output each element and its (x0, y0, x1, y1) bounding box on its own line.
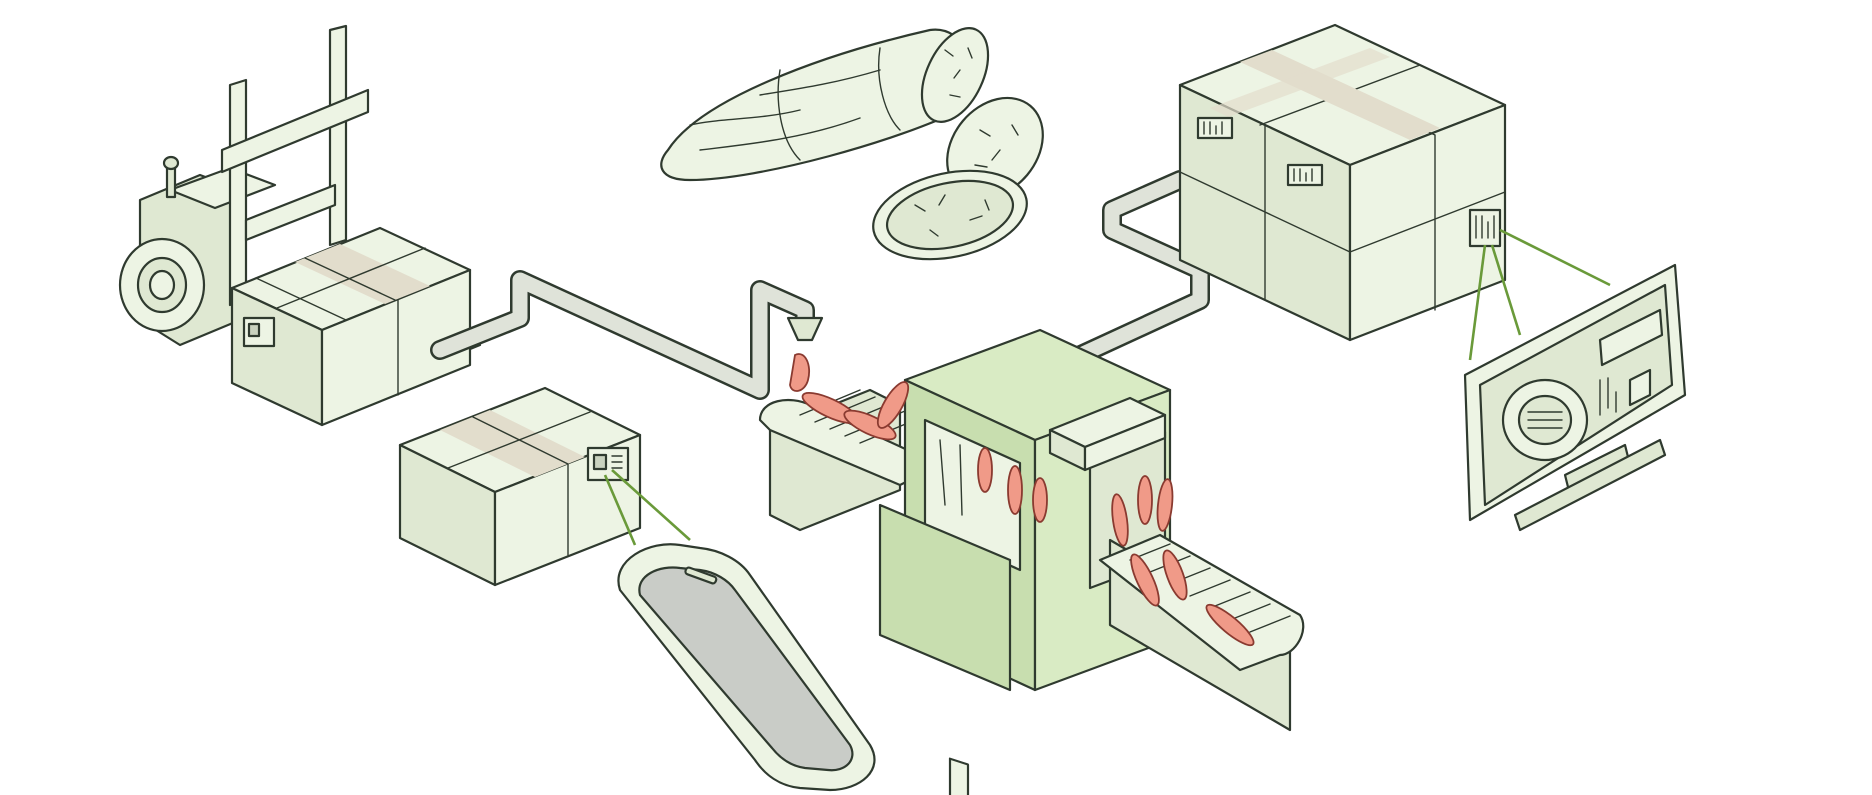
monitor[interactable] (1463, 263, 1687, 532)
donut-chart-icon (1501, 378, 1589, 462)
shipping-box (398, 386, 642, 587)
supply-pipe (430, 270, 824, 400)
sausages (789, 353, 1255, 647)
box-stack (1178, 23, 1507, 342)
smartphone[interactable] (617, 543, 876, 792)
forklift (118, 24, 482, 404)
conveyor-belt (1098, 533, 1305, 732)
supply-pipe (1060, 170, 1210, 370)
forklift-wheel (118, 237, 206, 333)
salami (660, 27, 1044, 261)
forklift-box (230, 226, 472, 427)
data-link-lines (603, 228, 1611, 546)
